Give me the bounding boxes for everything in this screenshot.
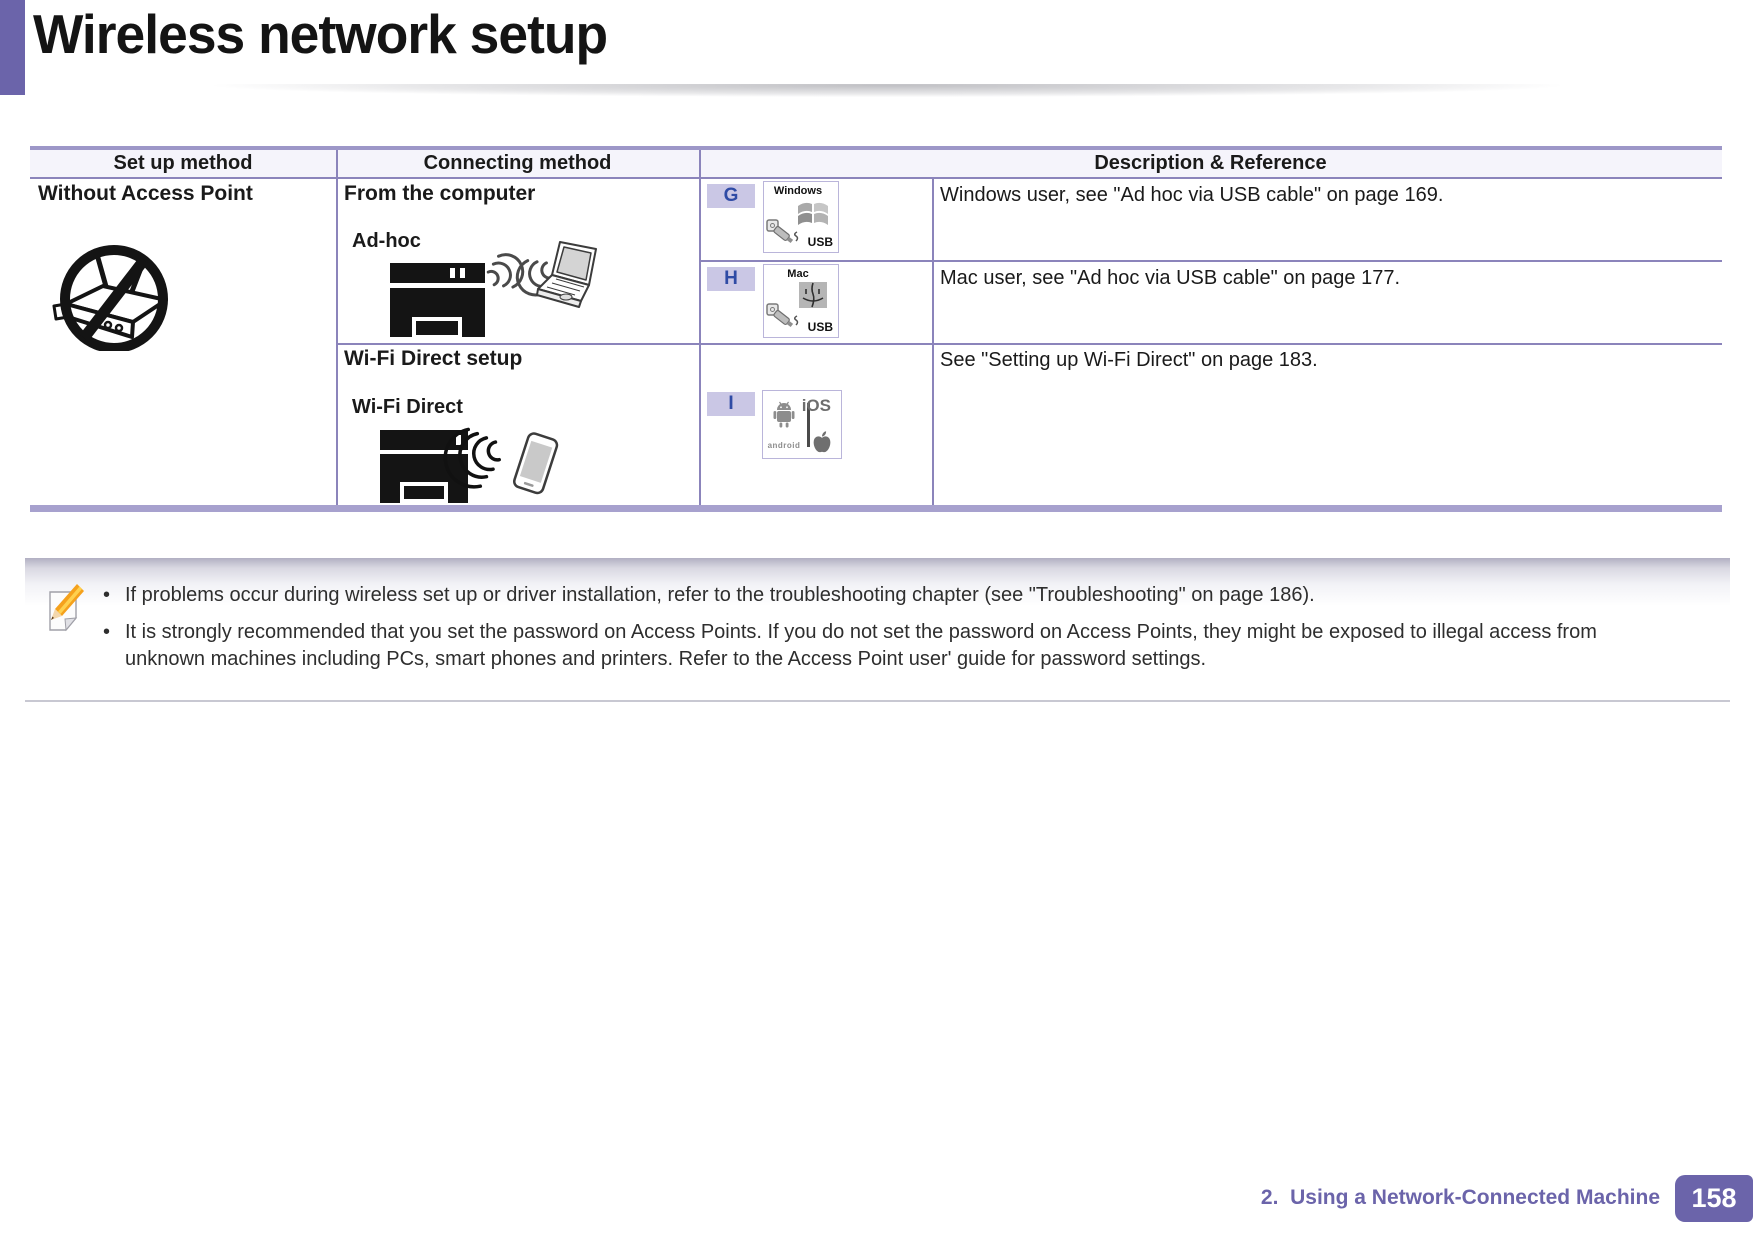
windows-usb-iconbox: Windows (763, 181, 839, 253)
description-cell: Windows user, see "Ad hoc via USB cable"… (940, 184, 1444, 206)
table-bottom-border (30, 505, 1722, 512)
table-header-row: Set up method Connecting method Descript… (30, 150, 1722, 179)
usb-plug-icon (766, 302, 806, 332)
android-logo-label: android (767, 441, 801, 450)
reference-badge-g: G (707, 184, 755, 208)
ad-hoc-label: Ad-hoc (352, 230, 421, 252)
laptop-icon (536, 241, 597, 308)
printer-to-laptop-wireless-illustration (388, 241, 638, 341)
divider (807, 403, 810, 447)
title-accent-bar (0, 0, 25, 95)
setup-methods-table: Set up method Connecting method Descript… (30, 146, 1722, 512)
column-header-description-reference: Description & Reference (1094, 152, 1327, 174)
note-box: If problems occur during wireless set up… (25, 558, 1730, 702)
reference-badge-h: H (707, 267, 755, 291)
column-divider (699, 150, 701, 505)
wifi-direct-setup-title: Wi-Fi Direct setup (344, 347, 523, 370)
note-bullet-list: If problems occur during wireless set up… (97, 582, 1657, 683)
no-access-point-icon (48, 226, 178, 351)
reference-badge-i: I (707, 392, 755, 416)
wireless-waves-icon (443, 427, 501, 489)
setup-method-label: Without Access Point (38, 182, 253, 205)
page-title: Wireless network setup (33, 3, 608, 65)
mac-logo-icon (798, 281, 828, 309)
smartphone-icon (513, 432, 559, 495)
mac-usb-iconbox: Mac (763, 264, 839, 338)
column-divider (336, 150, 338, 505)
note-pencil-icon (47, 583, 85, 633)
mac-label: Mac (787, 268, 809, 280)
android-robot-icon (772, 401, 796, 429)
windows-label: Windows (773, 185, 823, 197)
column-header-connecting-method: Connecting method (423, 152, 612, 174)
usb-plug-icon (766, 218, 806, 248)
ios-label: iOS (801, 396, 831, 415)
footer-chapter-label: 2. Using a Network-Connected Machine (1260, 1186, 1660, 1209)
apple-logo-icon (812, 430, 832, 454)
title-divider (20, 84, 1755, 99)
printer-icon (390, 263, 485, 339)
printer-icon (380, 430, 468, 503)
wireless-waves-icon (486, 253, 555, 297)
note-bullet: It is strongly recommended that you set … (97, 619, 1657, 673)
usb-label: USB (807, 235, 833, 249)
description-cell: See "Setting up Wi-Fi Direct" on page 18… (940, 349, 1318, 371)
note-bullet: If problems occur during wireless set up… (97, 582, 1657, 609)
wifi-direct-label: Wi-Fi Direct (352, 396, 463, 418)
description-cell: Mac user, see "Ad hoc via USB cable" on … (940, 267, 1401, 289)
row-divider (699, 260, 1722, 262)
column-header-setup-method: Set up method (113, 152, 253, 174)
windows-logo-icon (796, 199, 830, 229)
row-divider (336, 343, 1722, 345)
from-computer-title: From the computer (344, 182, 536, 205)
android-ios-iconbox: android iOS (762, 390, 842, 459)
printer-to-phone-wireless-illustration (378, 426, 578, 504)
table-top-border (30, 146, 1722, 150)
usb-label: USB (807, 320, 833, 334)
page-number-badge: 158 (1675, 1175, 1753, 1222)
column-divider (932, 179, 934, 505)
